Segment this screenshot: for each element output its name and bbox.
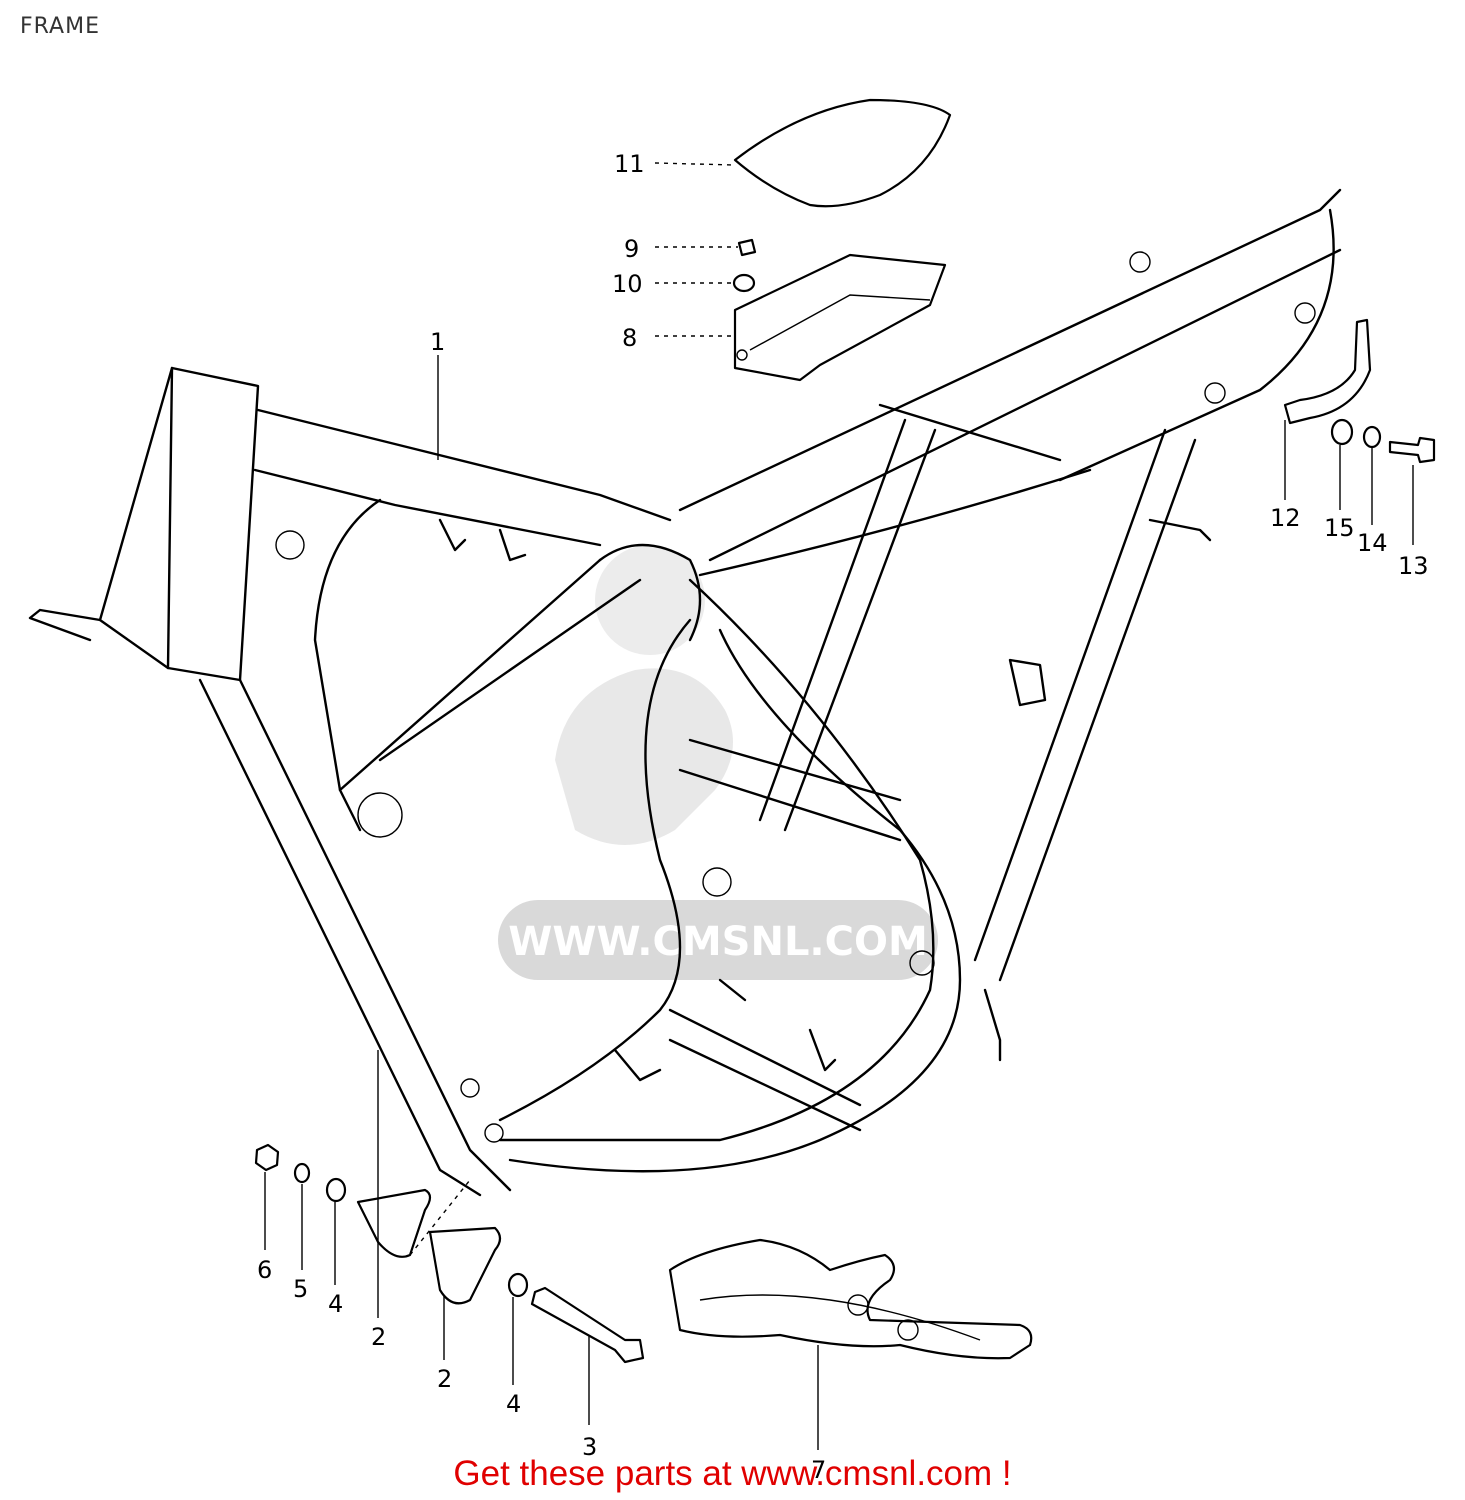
- part-11-cover: [733, 98, 952, 208]
- part-12-bracket: [1283, 318, 1372, 425]
- part-6-nut: [254, 1143, 280, 1172]
- part-14-washer: [1362, 425, 1382, 449]
- callout-5: 5: [293, 1275, 308, 1303]
- callout-4b: 4: [506, 1390, 521, 1418]
- callout-3: 3: [582, 1433, 597, 1461]
- watermark-text: WWW.CMSNL.COM: [508, 919, 928, 965]
- part-2-mount-plate-left: [356, 1188, 432, 1258]
- main-frame: [28, 188, 1342, 1197]
- callout-13: 13: [1398, 552, 1429, 580]
- part-2-mount-plate-right: [428, 1226, 502, 1305]
- part-4-washer-left: [325, 1177, 347, 1203]
- part-15-washer: [1330, 418, 1354, 446]
- callout-8: 8: [622, 324, 637, 352]
- part-10-washer: [732, 273, 756, 293]
- callout-4a: 4: [328, 1290, 343, 1318]
- callout-1: 1: [430, 328, 445, 356]
- callout-12: 12: [1270, 504, 1301, 532]
- callout-9: 9: [624, 235, 639, 263]
- callout-10: 10: [612, 270, 643, 298]
- part-13-bolt: [1388, 436, 1436, 464]
- callout-14: 14: [1357, 529, 1388, 557]
- part-8-battery-holder: [733, 253, 947, 382]
- callout-2a: 2: [371, 1323, 386, 1351]
- part-9-bolt: [737, 238, 757, 257]
- part-4-washer-right: [507, 1272, 529, 1298]
- callout-11: 11: [614, 150, 645, 178]
- callout-6: 6: [257, 1256, 272, 1284]
- callouts: 1 2 2 3 4 4 5 6 7 8 9 10 11 12 13 14 15: [257, 150, 1429, 1484]
- callout-7: 7: [811, 1456, 826, 1484]
- callout-15: 15: [1324, 514, 1355, 542]
- cms-logo-watermark: WWW.CMSNL.COM: [498, 545, 938, 980]
- leader-lines: [264, 162, 1414, 1450]
- part-3-bolt: [530, 1286, 645, 1364]
- page-title: FRAME: [20, 14, 100, 39]
- callout-2b: 2: [437, 1365, 452, 1393]
- part-5-washer: [293, 1162, 311, 1184]
- footer-link[interactable]: Get these parts at www.cmsnl.com !: [453, 1454, 1012, 1493]
